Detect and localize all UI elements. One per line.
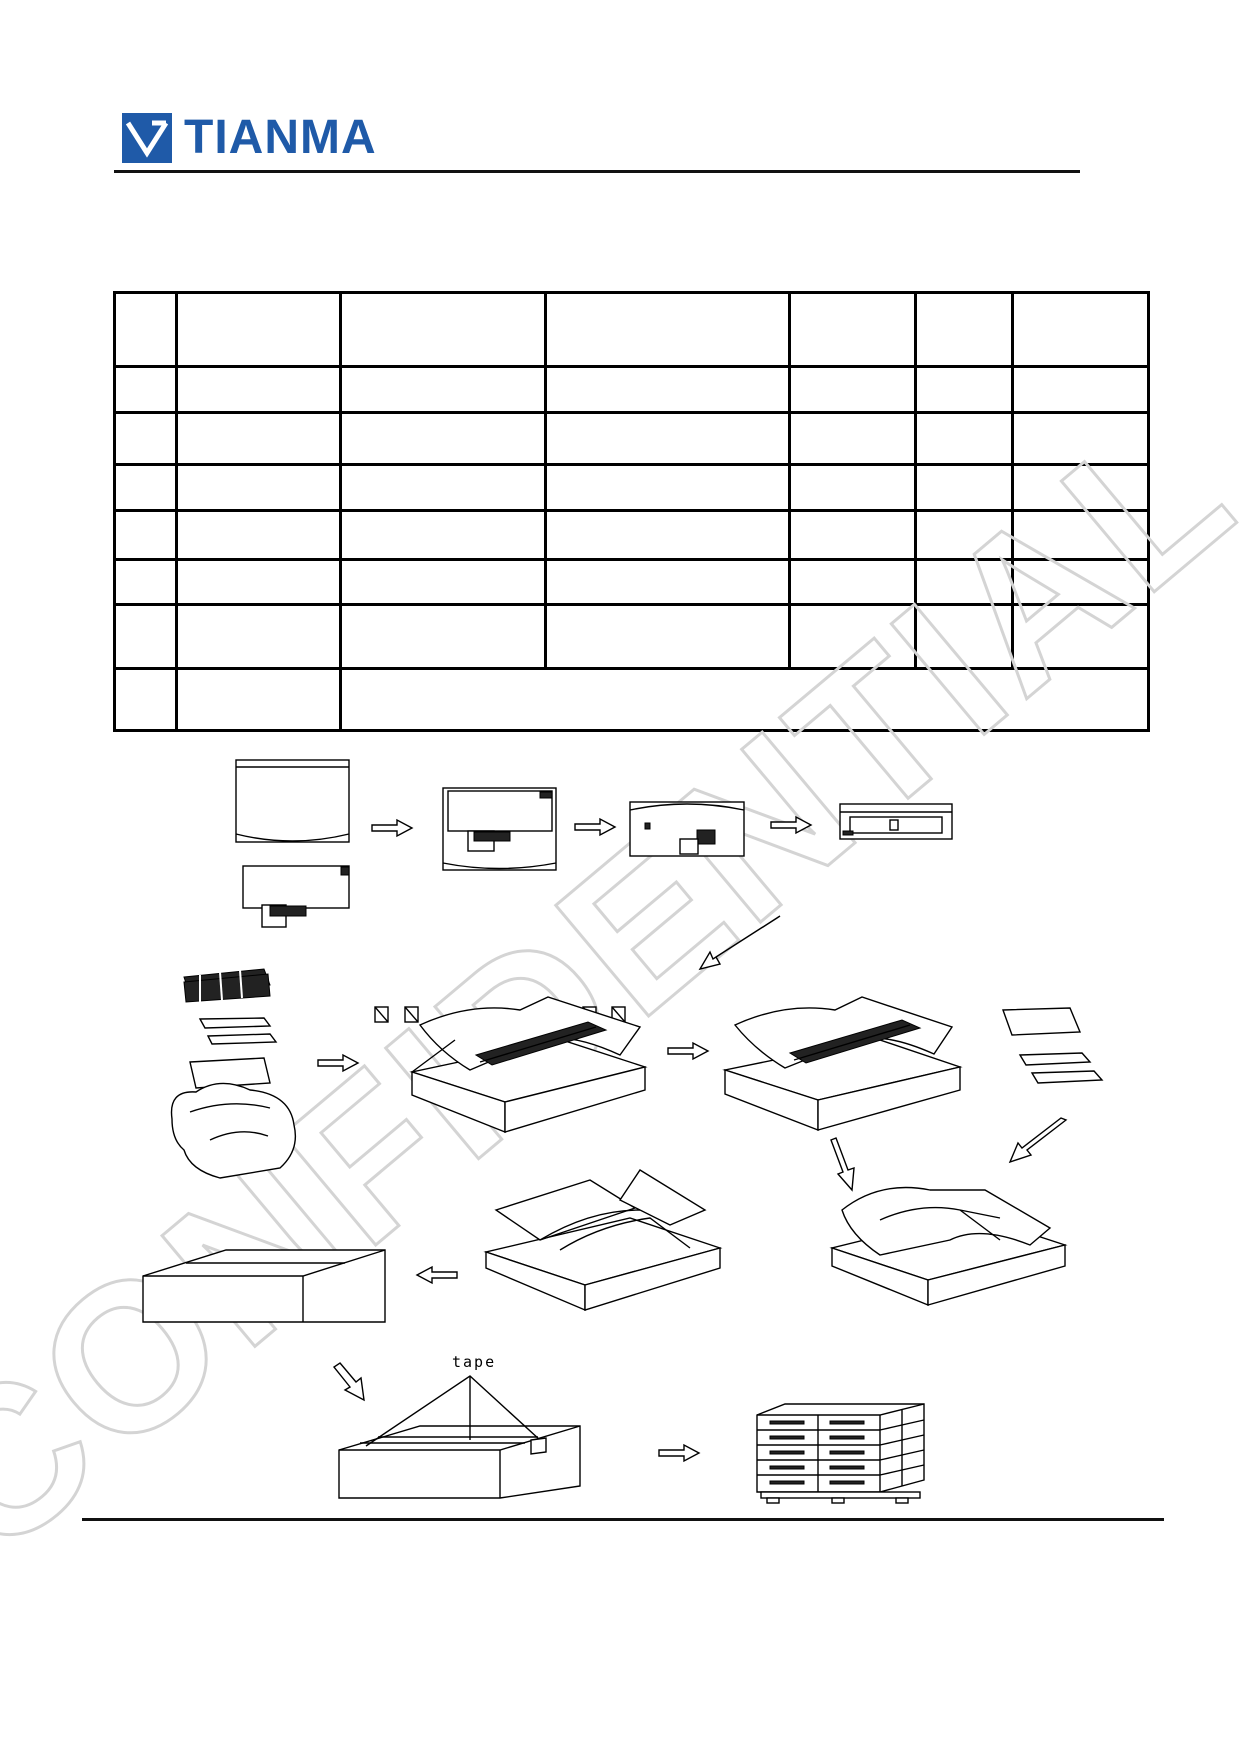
cover-sheet bbox=[189, 1057, 271, 1089]
table-cell-wide bbox=[339, 666, 1150, 733]
table-cell bbox=[544, 290, 791, 369]
table-cell bbox=[544, 603, 791, 670]
table-row bbox=[113, 290, 1150, 369]
table-cell bbox=[175, 603, 342, 670]
logo-text: TIANMA bbox=[184, 111, 377, 164]
table-cell bbox=[914, 411, 1014, 467]
table-cell bbox=[113, 463, 178, 512]
table-cell bbox=[1011, 365, 1150, 415]
table-cell bbox=[1011, 603, 1150, 670]
table-cell bbox=[788, 463, 917, 512]
table-cell bbox=[914, 603, 1014, 670]
header-divider bbox=[114, 170, 1080, 173]
table-cell bbox=[788, 290, 917, 369]
table-cell bbox=[1011, 290, 1150, 369]
table-cell bbox=[175, 463, 342, 512]
arrow-down-left bbox=[698, 915, 781, 971]
open-carton-with-trays bbox=[409, 996, 648, 1134]
table-cell bbox=[788, 557, 917, 607]
arrow-left bbox=[415, 1265, 458, 1285]
table-cell bbox=[113, 603, 178, 670]
table-cell bbox=[914, 463, 1014, 512]
table-row bbox=[113, 463, 1150, 512]
open-carton-filled bbox=[722, 996, 963, 1132]
table-cell bbox=[544, 508, 791, 561]
bagged-module-sealed bbox=[629, 801, 745, 857]
table-cell bbox=[113, 508, 178, 561]
table-row bbox=[113, 411, 1150, 467]
table-cell bbox=[1011, 508, 1150, 561]
table-row bbox=[113, 365, 1150, 415]
packing-procedure-diagram: tape bbox=[142, 759, 1104, 1504]
module-in-bag bbox=[442, 787, 557, 871]
inner-foam-bag bbox=[170, 1082, 297, 1179]
table-cell bbox=[175, 508, 342, 561]
arrow-right bbox=[371, 818, 414, 838]
anti-static-bag bbox=[235, 759, 350, 843]
table-cell bbox=[175, 411, 342, 467]
table-cell bbox=[788, 411, 917, 467]
table-cell bbox=[339, 603, 547, 670]
table-cell bbox=[175, 290, 342, 369]
table-row bbox=[113, 603, 1150, 670]
table-cell bbox=[113, 365, 178, 415]
table-cell bbox=[788, 508, 917, 561]
table-cell bbox=[113, 557, 178, 607]
table-cell bbox=[339, 557, 547, 607]
table-cell bbox=[339, 463, 547, 512]
tray bbox=[839, 803, 953, 840]
arrow-down-left bbox=[1008, 1117, 1068, 1164]
lcd-module bbox=[242, 865, 350, 928]
arrow-right bbox=[574, 817, 617, 837]
tape-label: tape bbox=[452, 1353, 496, 1371]
table-cell bbox=[339, 508, 547, 561]
table-cell bbox=[914, 290, 1014, 369]
spacer-strip bbox=[1018, 1052, 1104, 1084]
table-cell bbox=[544, 463, 791, 512]
arrow-right bbox=[667, 1041, 710, 1061]
palletized-cartons bbox=[756, 1403, 925, 1504]
table-cell bbox=[1011, 411, 1150, 467]
table-cell bbox=[113, 411, 178, 467]
table-cell bbox=[175, 365, 342, 415]
table-cell bbox=[544, 411, 791, 467]
table-row bbox=[113, 508, 1150, 561]
logo-mark-icon bbox=[122, 113, 172, 163]
open-carton-with-foam bbox=[829, 1186, 1068, 1307]
arrow-down bbox=[830, 1137, 855, 1192]
table-cell bbox=[339, 290, 547, 369]
table-cell bbox=[175, 557, 342, 607]
table-cell bbox=[339, 365, 547, 415]
table-cell bbox=[914, 508, 1014, 561]
footer-divider bbox=[82, 1518, 1164, 1521]
table-row bbox=[113, 557, 1150, 607]
table-row bbox=[113, 666, 1150, 733]
table-cell bbox=[788, 603, 917, 670]
arrow-right bbox=[317, 1053, 360, 1073]
tray-stack bbox=[183, 968, 271, 1003]
open-carton-lid-folding bbox=[483, 1169, 723, 1312]
table-cell bbox=[1011, 557, 1150, 607]
packing-spec-table bbox=[113, 290, 1150, 733]
table-cell bbox=[113, 666, 178, 733]
cover-sheet bbox=[1002, 1007, 1082, 1036]
table-cell bbox=[544, 365, 791, 415]
table-cell bbox=[175, 666, 342, 733]
arrow-right bbox=[658, 1443, 701, 1463]
table-cell bbox=[113, 290, 178, 369]
tianma-logo: TIANMA bbox=[122, 111, 502, 164]
closed-carton bbox=[142, 1249, 386, 1323]
arrow-right bbox=[770, 815, 813, 835]
spacer-strip bbox=[198, 1017, 278, 1045]
arrow-down-right bbox=[332, 1362, 365, 1402]
table-cell bbox=[544, 557, 791, 607]
table-cell bbox=[1011, 463, 1150, 512]
taped-carton bbox=[338, 1375, 581, 1499]
table-cell bbox=[914, 557, 1014, 607]
table-cell bbox=[788, 365, 917, 415]
table-cell bbox=[914, 365, 1014, 415]
table-cell bbox=[339, 411, 547, 467]
